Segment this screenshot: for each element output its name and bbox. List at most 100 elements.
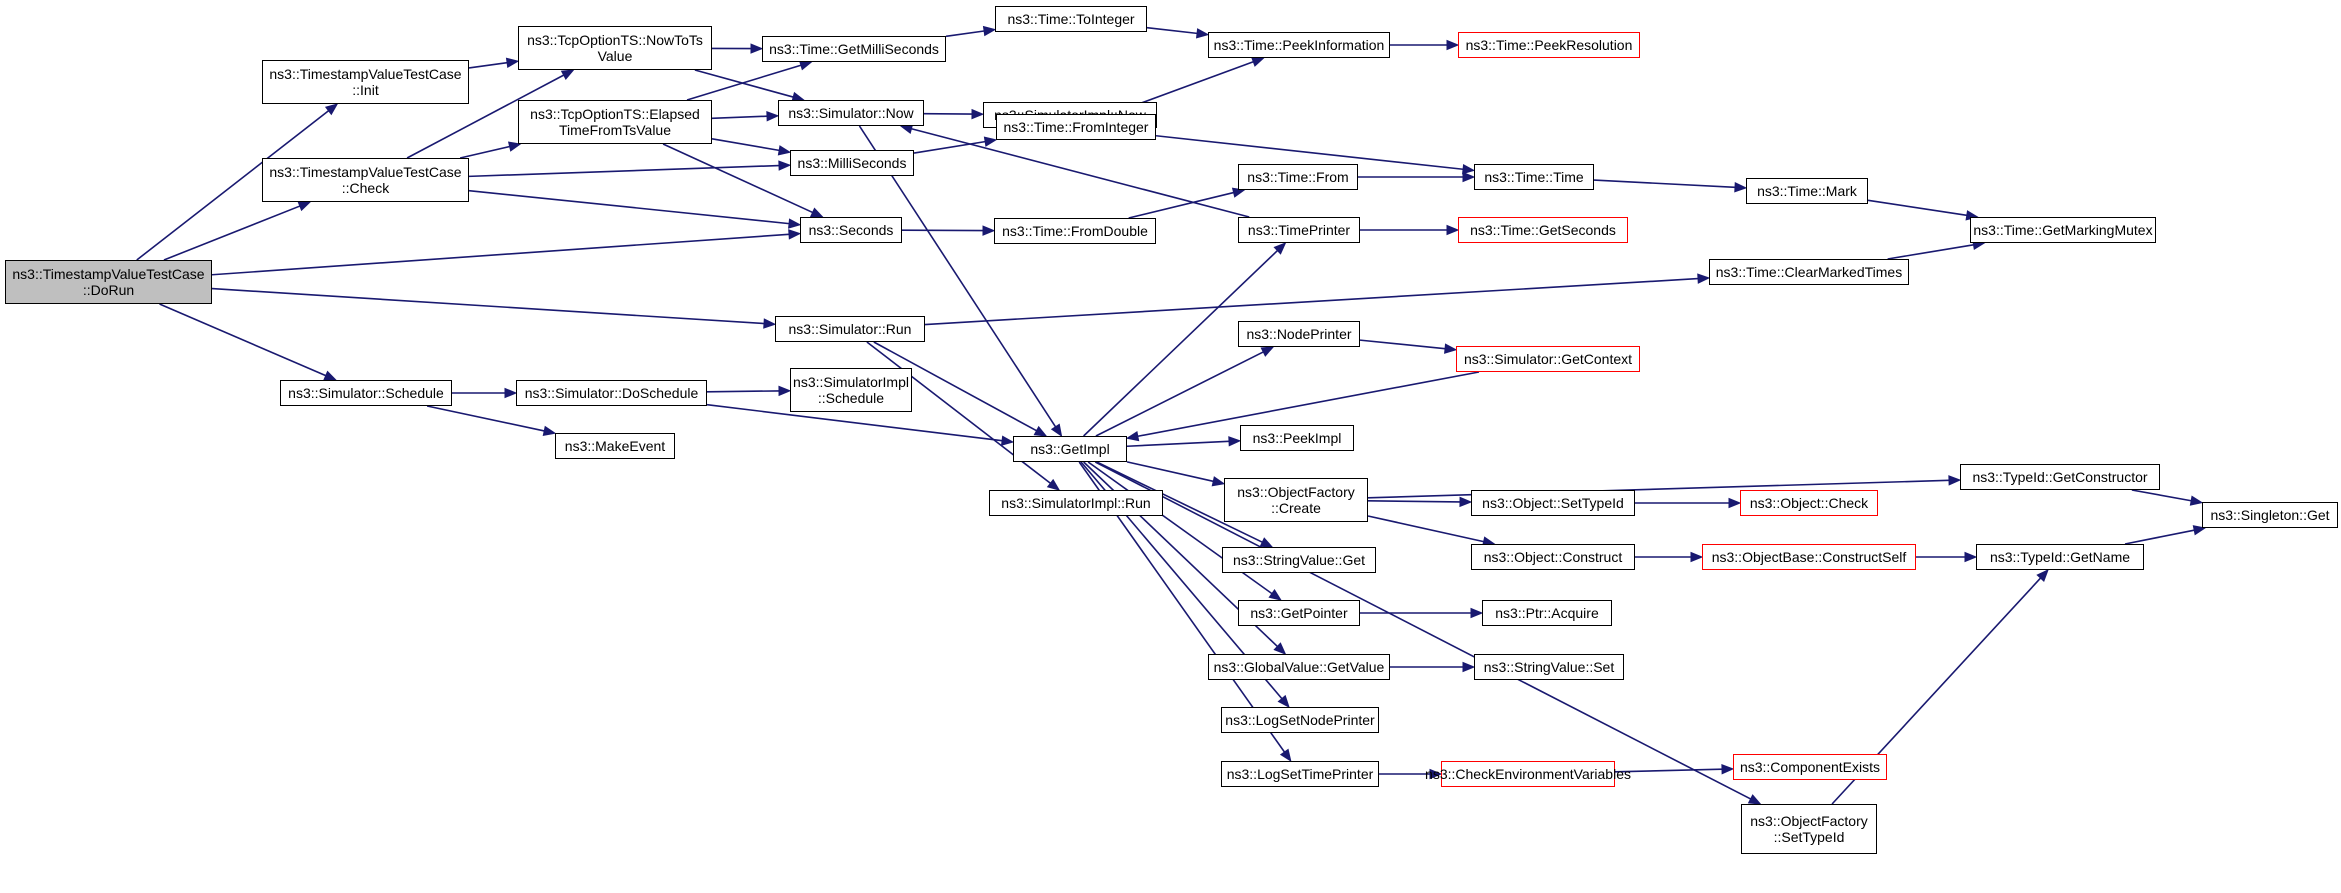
node-toint[interactable]: ns3::Time::ToInteger [995,6,1147,32]
arrowhead-toint-to-peekinfo [1195,28,1210,39]
arrowhead-getimpl-to-ofcreate [1211,476,1226,487]
edge-getimpl-to-svget [1096,461,1263,543]
edge-elapsed-to-millisec [711,137,780,152]
node-fromdouble[interactable]: ns3::Time::FromDouble [994,218,1156,244]
arrowhead-seconds-to-fromdouble [982,225,996,236]
node-nodeprinter[interactable]: ns3::NodePrinter [1238,321,1360,347]
node-checkenv[interactable]: ns3::CheckEnvironmentVariables [1425,761,1631,787]
arrowhead-elapsed-to-simnow [766,110,780,122]
edge-nodeprinter-to-getcontext [1359,339,1446,350]
edge-timeprinter-to-simnow [911,128,1250,218]
node-constructself[interactable]: ns3::ObjectBase::ConstructSelf [1702,544,1916,570]
node-peekres[interactable]: ns3::Time::PeekResolution [1458,32,1640,58]
edge-ofcreate-to-objconstruct [1367,515,1484,543]
node-dorun: ns3::TimestampValueTestCase ::DoRun [5,260,212,304]
node-objcheck[interactable]: ns3::Object::Check [1740,490,1878,516]
edge-checkenv-to-compexists [1614,768,1723,773]
arrowhead-simrun-to-implrun [1046,478,1061,491]
node-ofcreate[interactable]: ns3::ObjectFactory ::Create [1224,478,1368,522]
node-implsched[interactable]: ns3::SimulatorImpl ::Schedule [790,368,912,412]
node-ptracquire[interactable]: ns3::Ptr::Acquire [1482,600,1612,626]
node-timemark[interactable]: ns3::Time::Mark [1746,178,1868,204]
node-getmarkingmutex[interactable]: ns3::Time::GetMarkingMutex [1970,217,2156,243]
arrowhead-dorun-to-init [324,103,339,116]
arrowhead-fromint-to-timetime [1461,163,1476,175]
arrowhead-getcontext-to-getimpl [1125,430,1140,442]
arrowhead-simnow-to-implnow [971,108,985,120]
arrowhead-timetime-to-timemark [1734,182,1748,193]
node-getname[interactable]: ns3::TypeId::GetName [1976,544,2144,570]
arrowhead-getimpl-to-gvgetvalue [1273,642,1287,655]
arrowhead-check-to-seconds [788,218,802,229]
arrowhead-getctor-to-singletonget [2189,495,2204,506]
node-init[interactable]: ns3::TimestampValueTestCase ::Init [262,60,469,104]
edge-dorun-to-seconds [211,233,790,276]
edge-nowtots-to-simnow [694,69,794,98]
node-millisec[interactable]: ns3::MilliSeconds [790,150,914,176]
node-seconds[interactable]: ns3::Seconds [800,217,902,243]
node-peekinfo[interactable]: ns3::Time::PeekInformation [1208,32,1390,58]
node-peekimpl[interactable]: ns3::PeekImpl [1240,425,1354,451]
node-lognode[interactable]: ns3::LogSetNodePrinter [1221,707,1379,733]
edge-getimpl-to-ofcreate [1126,461,1214,483]
arrowhead-getimpl-to-svget [1259,537,1274,548]
edge-simnow-to-getimpl [858,125,1057,428]
arrowhead-init-to-nowtots [505,57,520,68]
node-makeevent[interactable]: ns3::MakeEvent [555,433,675,459]
node-simnow[interactable]: ns3::Simulator::Now [778,100,924,126]
edge-check-to-nowtots [406,74,565,159]
node-ofsettypeid[interactable]: ns3::ObjectFactory ::SetTypeId [1741,804,1877,854]
edge-getname-to-singletonget [2124,529,2195,545]
edge-check-to-elapsed [459,145,510,159]
node-getpointer[interactable]: ns3::GetPointer [1238,600,1360,626]
node-getseconds[interactable]: ns3::Time::GetSeconds [1458,217,1628,243]
node-logtime[interactable]: ns3::LogSetTimePrinter [1221,761,1379,787]
arrowhead-gvgetvalue-to-svset [1462,661,1476,673]
node-getimpl[interactable]: ns3::GetImpl [1013,436,1127,462]
edge-millisec-to-fromint [913,140,986,154]
node-timeprinter[interactable]: ns3::TimePrinter [1238,217,1360,243]
edge-getmilli-to-toint [945,30,985,38]
node-getcontext[interactable]: ns3::Simulator::GetContext [1456,346,1640,372]
node-timefrom[interactable]: ns3::Time::From [1238,164,1358,190]
arrowhead-getmilli-to-toint [982,25,997,37]
node-fromint[interactable]: ns3::Time::FromInteger [996,114,1156,140]
node-svset[interactable]: ns3::StringValue::Set [1474,654,1624,680]
node-nowtots[interactable]: ns3::TcpOptionTS::NowToTs Value [518,26,712,70]
arrowhead-simrun-to-clearmarked [1697,273,1711,284]
edge-getctor-to-singletonget [2131,489,2192,502]
node-gvgetvalue[interactable]: ns3::GlobalValue::GetValue [1208,654,1390,680]
node-schedule[interactable]: ns3::Simulator::Schedule [280,380,452,406]
edge-elapsed-to-getmilli [686,64,802,101]
node-getmilli[interactable]: ns3::Time::GetMilliSeconds [762,36,946,62]
node-getctor[interactable]: ns3::TypeId::GetConstructor [1960,464,2160,490]
edge-doschedule-to-getimpl [706,403,1003,442]
edge-timemark-to-getmarkingmutex [1867,199,1967,217]
node-settypeid[interactable]: ns3::Object::SetTypeId [1471,490,1635,516]
node-svget[interactable]: ns3::StringValue::Get [1222,547,1376,573]
node-check[interactable]: ns3::TimestampValueTestCase ::Check [262,158,469,202]
edge-ofcreate-to-getctor [1367,479,1950,499]
node-implrun[interactable]: ns3::SimulatorImpl::Run [989,490,1163,516]
arrowhead-getimpl-to-ofsettypeid [1747,794,1762,805]
edge-init-to-nowtots [468,61,508,69]
node-doschedule[interactable]: ns3::Simulator::DoSchedule [516,380,707,406]
node-clearmarked[interactable]: ns3::Time::ClearMarkedTimes [1709,259,1909,285]
edge-getimpl-to-peekimpl [1126,440,1230,448]
arrowhead-logtime-to-checkenv [1429,768,1443,780]
node-singletonget[interactable]: ns3::Singleton::Get [2202,502,2338,528]
node-elapsed[interactable]: ns3::TcpOptionTS::Elapsed TimeFromTsValu… [518,100,712,144]
arrowhead-check-to-millisec [778,160,792,171]
arrowhead-settypeid-to-objcheck [1728,497,1742,509]
arrowhead-getimpl-to-logtime [1279,748,1292,763]
arrowhead-constructself-to-getname [1964,551,1978,563]
node-timetime[interactable]: ns3::Time::Time [1474,164,1594,190]
node-compexists[interactable]: ns3::ComponentExists [1733,754,1887,780]
arrowhead-timefrom-to-timetime [1462,171,1476,183]
edge-toint-to-peekinfo [1146,26,1198,35]
edge-ofcreate-to-settypeid [1367,500,1461,503]
node-simrun[interactable]: ns3::Simulator::Run [775,316,925,342]
arrowhead-schedule-to-makeevent [542,425,557,436]
node-objconstruct[interactable]: ns3::Object::Construct [1471,544,1635,570]
